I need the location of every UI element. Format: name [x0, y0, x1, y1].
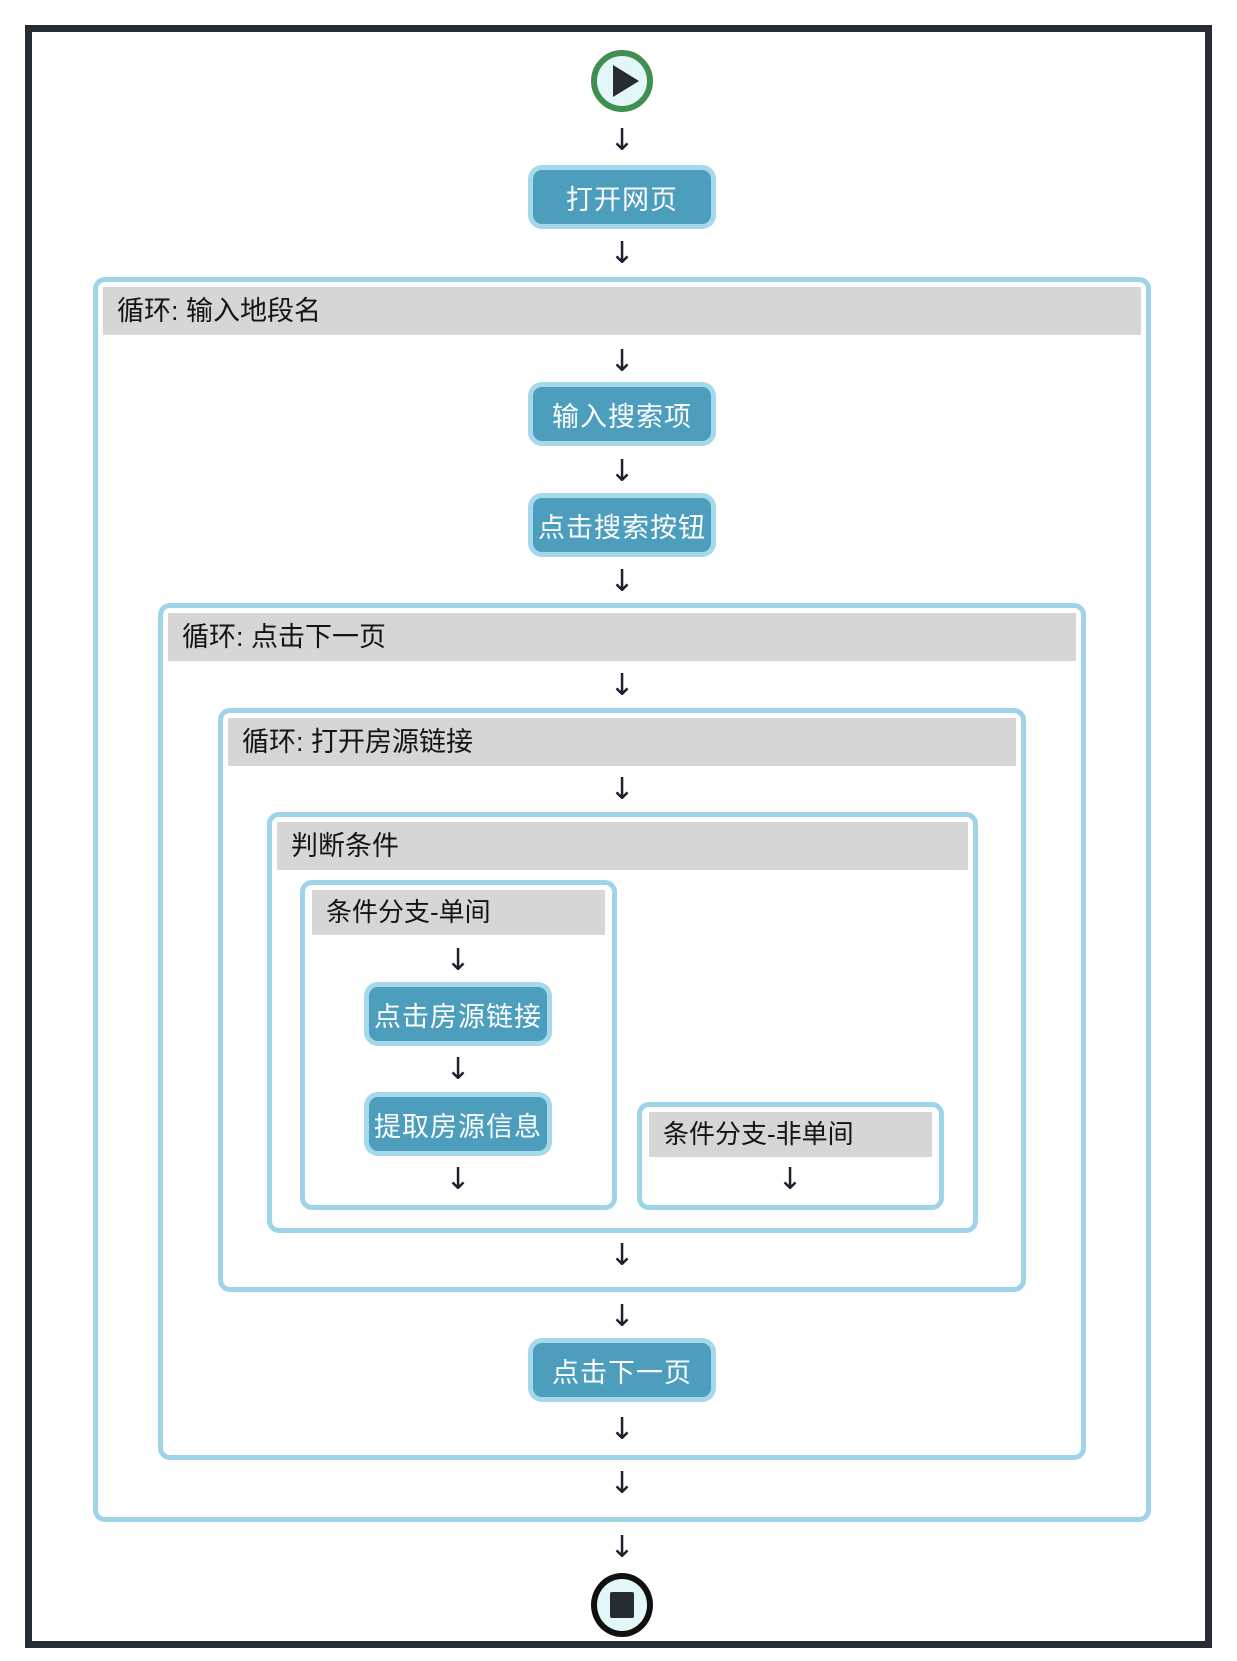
play-icon [613, 65, 639, 97]
step-click-search-button[interactable]: 点击搜索按钮 [528, 493, 716, 557]
step-input-search-term[interactable]: 输入搜索项 [528, 382, 716, 446]
stop-icon [610, 1592, 634, 1618]
step-extract-listing-info[interactable]: 提取房源信息 [364, 1092, 552, 1156]
step-click-listing-link[interactable]: 点击房源链接 [364, 982, 552, 1046]
loop-open-listing-links-header[interactable]: 循环: 打开房源链接 [228, 718, 1016, 766]
end-icon [591, 1573, 653, 1637]
start-icon [591, 50, 653, 112]
condition-header[interactable]: 判断条件 [277, 822, 968, 870]
branch-single-room-header[interactable]: 条件分支-单间 [312, 890, 605, 935]
flow-arrow: ↓ [609, 236, 635, 271]
step-open-webpage[interactable]: 打开网页 [528, 165, 716, 229]
workflow-frame: ↓ 打开网页 ↓ 循环: 输入地段名 ↓ 输入搜索项 ↓ 点击搜索按钮 ↓ 循环… [25, 25, 1212, 1648]
step-click-next-page[interactable]: 点击下一页 [528, 1338, 716, 1402]
flow-arrow: ↓ [609, 123, 635, 158]
loop-click-next-page-header[interactable]: 循环: 点击下一页 [168, 613, 1076, 661]
branch-not-single-room-header[interactable]: 条件分支-非单间 [649, 1112, 932, 1157]
loop-input-location-header[interactable]: 循环: 输入地段名 [103, 287, 1141, 335]
flow-arrow: ↓ [609, 1530, 635, 1565]
